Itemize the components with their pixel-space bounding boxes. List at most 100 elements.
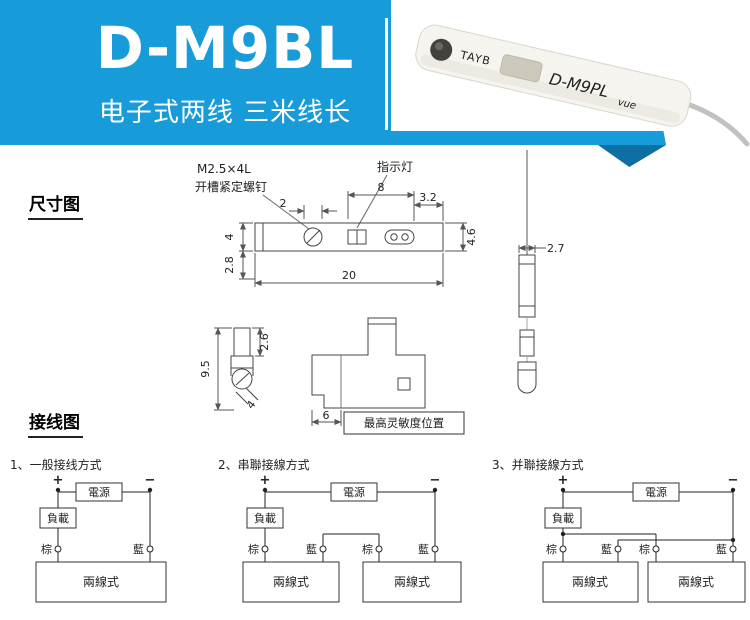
- brown-label: 棕: [41, 542, 52, 556]
- set-screw-highlight: [434, 42, 443, 51]
- model-suffix-text: vue: [617, 97, 637, 112]
- dim-6: 6: [323, 409, 330, 422]
- minus-terminal: −: [430, 473, 441, 488]
- page-subtitle: 电子式两线 三米线长: [98, 98, 352, 128]
- sensor-outline: [254, 222, 444, 252]
- load-box: [246, 507, 284, 529]
- dim-9-5: 9.5: [200, 360, 212, 378]
- plus-terminal: +: [260, 473, 271, 488]
- brown-terminal-2: [652, 545, 660, 553]
- unit-label-2: 兩線式: [394, 574, 430, 589]
- indicator-window: [499, 54, 543, 83]
- detail-dim-lines: [214, 327, 264, 411]
- blue-label-1: 藍: [601, 543, 612, 556]
- power-label: 電源: [343, 485, 365, 499]
- detail-outline: [230, 327, 259, 405]
- brown-label-1: 棕: [248, 542, 259, 556]
- brown-terminal: [54, 545, 62, 553]
- wires: [57, 490, 151, 562]
- power-box: [75, 482, 123, 502]
- dim-2: 2: [280, 197, 287, 210]
- dim-6-lines: [311, 410, 342, 426]
- dim-2-7-lines: [518, 245, 546, 253]
- load-label: 負載: [254, 512, 276, 525]
- sensitivity-label: 最高灵敏度位置: [364, 416, 445, 430]
- blue-terminal: [146, 545, 154, 553]
- page-title: D-M9BL: [95, 14, 355, 82]
- wiring-diagram-general: + − 電源 負載 棕 藍 兩線式: [35, 473, 167, 603]
- load-box: [39, 507, 77, 529]
- dimension-top-view: M2.5×4L 开槽紧定螺钉 指示灯: [195, 159, 478, 287]
- dimension-detail-view: 9.5 2.6 4: [200, 327, 271, 412]
- section-label-dimensions: 尺寸图: [28, 190, 83, 220]
- power-label: 電源: [88, 485, 110, 499]
- dimension-lines: [239, 191, 467, 287]
- unit-label-1: 兩線式: [572, 574, 608, 589]
- wiring-title-2: 2、串聯接線方式: [218, 458, 310, 472]
- unit-label-2: 兩線式: [678, 574, 714, 589]
- indicator-label: 指示灯: [377, 159, 413, 174]
- brown-label-1: 棕: [546, 542, 557, 556]
- unit-box-1: [542, 561, 639, 603]
- dimension-bottom-view: 6 最高灵敏度位置: [311, 317, 465, 435]
- blue-label: 藍: [133, 543, 144, 556]
- dim-20: 20: [342, 269, 356, 282]
- dim-8: 8: [378, 181, 385, 194]
- blue-terminal-1: [319, 545, 327, 553]
- indicator-led: [384, 229, 415, 245]
- banner-fold-triangle: [598, 145, 666, 167]
- plus-terminal: +: [558, 473, 569, 488]
- unit-box-2: [647, 561, 746, 603]
- unit-box-1: [242, 561, 340, 603]
- plus-terminal: +: [53, 473, 64, 488]
- l-outline: [311, 317, 426, 409]
- side-outline: [517, 254, 537, 394]
- power-label: 電源: [645, 485, 667, 499]
- unit-box: [35, 561, 167, 603]
- blue-label-2: 藍: [716, 543, 727, 556]
- power-box: [330, 482, 378, 502]
- wires: [264, 490, 436, 562]
- unit-label-1: 兩線式: [273, 574, 309, 589]
- sensor-shading: [420, 54, 681, 124]
- screw-name-label: 开槽紧定螺钉: [195, 179, 267, 194]
- brown-label-2: 棕: [639, 542, 650, 556]
- screw-spec-label: M2.5×4L: [197, 162, 251, 176]
- wires: [562, 490, 734, 562]
- section-label-wiring: 接线图: [28, 408, 83, 438]
- blue-label-1: 藍: [306, 543, 317, 556]
- product-photo: TAYB D-M9PL vue: [415, 24, 750, 147]
- unit-label: 兩線式: [83, 574, 119, 589]
- dim-4-6: 4.6: [465, 228, 478, 246]
- wiring-title-1: 1、一般接线方式: [10, 458, 102, 472]
- load-box: [544, 507, 582, 529]
- brown-terminal-1: [261, 545, 269, 553]
- minus-terminal: −: [728, 473, 739, 488]
- dim-3-2: 3.2: [419, 191, 437, 204]
- dimension-side-view: 2.7: [517, 150, 565, 394]
- dim-2-7: 2.7: [547, 242, 565, 255]
- wiring-title-3: 3、并聯接線方式: [492, 458, 584, 472]
- blue-terminal-2: [729, 545, 737, 553]
- dim-2-8: 2.8: [223, 256, 236, 274]
- brown-junction: [560, 531, 566, 537]
- sensitivity-box: [343, 411, 465, 435]
- power-box: [632, 482, 680, 502]
- set-screw-top: [303, 227, 323, 247]
- sensor-cable: [684, 101, 750, 147]
- blue-terminal-2: [431, 545, 439, 553]
- unit-box-2: [362, 561, 462, 603]
- blue-junction: [730, 537, 736, 543]
- wiring-diagram-series: + − 電源 負載 棕 藍 棕 藍 兩線式: [242, 473, 462, 603]
- dim-4: 4: [223, 234, 236, 241]
- sensor-body: TAYB D-M9PL vue: [415, 24, 692, 127]
- minus-terminal: −: [145, 473, 156, 488]
- brown-terminal-1: [559, 545, 567, 553]
- dim-2-6: 2.6: [258, 333, 271, 351]
- blue-label-2: 藍: [418, 543, 429, 556]
- dim-4-screw: 4: [244, 398, 259, 412]
- blue-terminal-1: [614, 545, 622, 553]
- brown-label-2: 棕: [362, 542, 373, 556]
- load-label: 負載: [552, 512, 574, 525]
